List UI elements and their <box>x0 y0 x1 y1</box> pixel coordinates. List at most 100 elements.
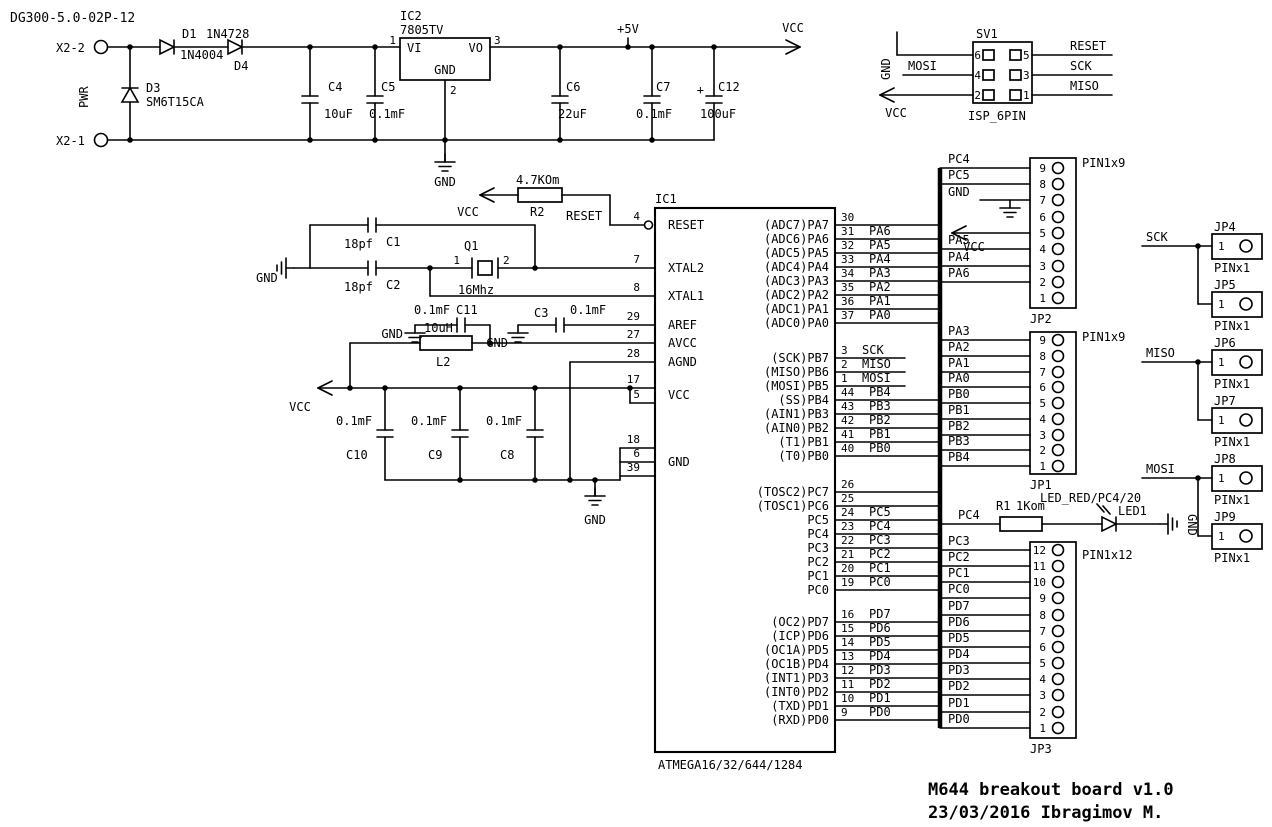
pin-number: 18 <box>627 433 640 446</box>
connector-type: PINx1 <box>1214 261 1250 275</box>
net-label: PC0 <box>948 582 970 596</box>
ref: SV1 <box>976 27 998 41</box>
pin-number: 25 <box>841 492 854 505</box>
pin-label: AREF <box>668 318 697 332</box>
pin-pad <box>1051 721 1065 735</box>
pin-number: 2 <box>974 89 981 102</box>
pin-number: 32 <box>841 239 854 252</box>
pin-number: 31 <box>841 225 854 238</box>
junction-dot <box>532 265 538 271</box>
pin-number: 1 <box>841 372 848 385</box>
capacitor-c5: C5 0.1mF <box>366 80 405 121</box>
net-label: PC4 <box>948 152 970 166</box>
pin-label: PC4 <box>807 527 829 541</box>
net-label: MOSI <box>862 371 891 385</box>
pin-number: 33 <box>841 253 854 266</box>
pin-pad <box>1051 333 1065 347</box>
isp-connector-sv1: SV1 6 4 2 5 3 1 GND MOSI VCC RESET SCK M… <box>879 27 1113 123</box>
pin-number: 6 <box>1039 211 1046 224</box>
pin-number: 6 <box>974 49 981 62</box>
ref: JP3 <box>1030 742 1052 756</box>
pin-number: 7 <box>1039 625 1046 638</box>
vcc-net-label: VCC <box>963 240 985 254</box>
junction-dot <box>427 265 433 271</box>
jp6-header: JP6 1 PINx1 <box>1211 336 1263 391</box>
ref: C1 <box>386 235 400 249</box>
ref: D1 <box>182 27 196 41</box>
mosi-net-label: MOSI <box>908 59 937 73</box>
pad <box>982 89 995 101</box>
jp1-header: PIN1x9 JP1 PA3 PA2 PA1 PA0 PB0 PB1 PB2 P… <box>939 324 1125 492</box>
ref: C5 <box>381 80 395 94</box>
value: 0.1mF <box>336 414 372 428</box>
pin-label: (OC1B)PD4 <box>764 657 829 671</box>
pin-number: 20 <box>841 562 854 575</box>
pin-number: 16 <box>841 608 854 621</box>
pin-number: 40 <box>841 442 854 455</box>
pin-pad <box>1051 396 1065 410</box>
net-label: PB4 <box>948 450 970 464</box>
pin-number: 27 <box>627 328 640 341</box>
wires <box>939 167 1031 283</box>
net-label: PB2 <box>869 413 891 427</box>
value: 1N4004 <box>180 48 223 62</box>
pin-label: (RXD)PD0 <box>771 713 829 727</box>
pin-pad <box>1051 210 1065 224</box>
pin-number: 42 <box>841 414 854 427</box>
pin-number: 8 <box>633 281 640 294</box>
pin-label: (T1)PB1 <box>778 435 829 449</box>
pin-label: XTAL1 <box>668 289 704 303</box>
pin-pad <box>1051 380 1065 394</box>
pin-number: 3 <box>1039 689 1046 702</box>
jp5-header: JP5 1 PINx1 <box>1211 278 1263 333</box>
net-label: PA3 <box>948 324 970 338</box>
jp4-header: JP4 1 PINx1 <box>1211 220 1263 275</box>
pin-number: 3 <box>494 34 501 47</box>
pin-label: (ADC2)PA2 <box>764 288 829 302</box>
pin-number: 3 <box>1039 260 1046 273</box>
pin-pad <box>1051 705 1065 719</box>
jp8-header: JP8 1 PINx1 <box>1211 452 1263 507</box>
pin-pad <box>1051 624 1065 638</box>
pin-number: 6 <box>633 447 640 460</box>
pin-pad <box>1051 177 1065 191</box>
wires <box>939 339 1031 467</box>
pin-pad <box>1051 291 1065 305</box>
capacitor-c12: + C12 100uF <box>697 80 740 121</box>
net-label: PA0 <box>869 308 891 322</box>
pin-number: 17 <box>627 373 640 386</box>
connector-label: X2-2 <box>56 41 85 55</box>
gnd-label: GND <box>256 271 278 285</box>
net-label: PD6 <box>869 621 891 635</box>
net-label: SCK <box>862 343 884 357</box>
pin-number: 6 <box>1039 381 1046 394</box>
ref: JP6 <box>1214 336 1236 350</box>
sheet-code: DG300-5.0-02P-12 <box>10 11 135 26</box>
connector-type: PINx1 <box>1214 493 1250 507</box>
net-label: PA6 <box>869 224 891 238</box>
pin-number: 12 <box>1033 544 1046 557</box>
ref: JP5 <box>1214 278 1236 292</box>
net-label: PB1 <box>948 403 970 417</box>
net-label: PA3 <box>869 266 891 280</box>
pin-number: 1 <box>1039 460 1046 473</box>
pin-number: 13 <box>841 650 854 663</box>
pin-number: 29 <box>627 310 640 323</box>
pin-number: 43 <box>841 400 854 413</box>
gnd-net-label: GND <box>948 185 970 199</box>
ref: C6 <box>566 80 580 94</box>
pin-number: 41 <box>841 428 854 441</box>
net-label: PD4 <box>869 649 891 663</box>
pin-label: (TOSC2)PC7 <box>757 485 829 499</box>
pin-number: 36 <box>841 295 854 308</box>
pin-number: 10 <box>1033 576 1046 589</box>
